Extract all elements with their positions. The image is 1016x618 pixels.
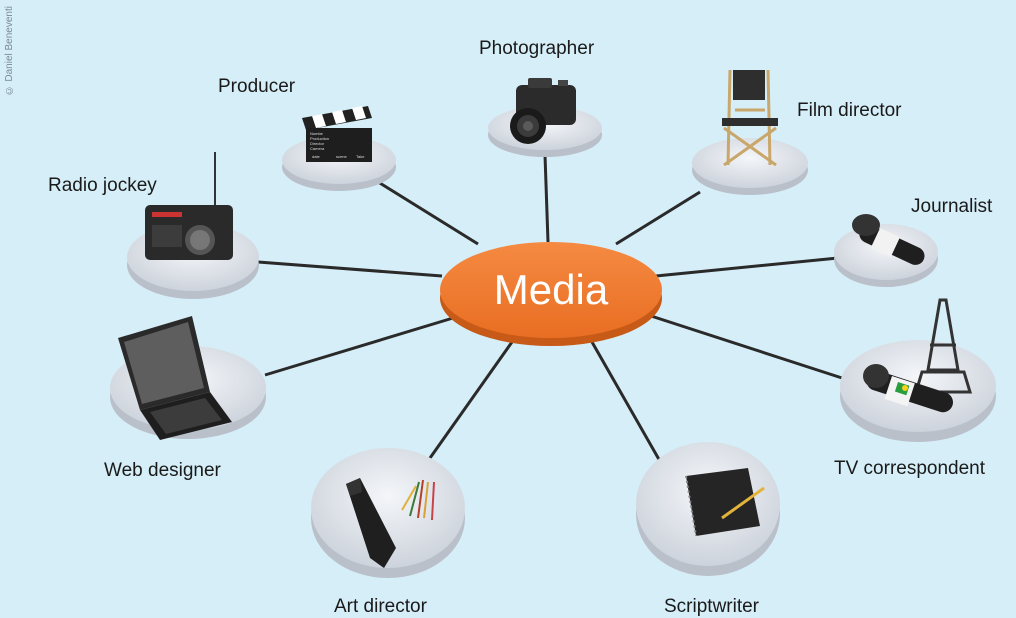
connector-journalist: [655, 256, 839, 278]
eiffel-tower-microphone-icon: [863, 298, 973, 413]
label-photographer: Photographer: [479, 38, 595, 59]
tie-and-pencils-icon: [346, 478, 435, 568]
connector-web-designer: [264, 316, 454, 377]
clapperboard-field-date: date: [312, 154, 321, 159]
connector-photographer: [543, 154, 550, 243]
label-art-director: Art director: [334, 596, 427, 617]
connector-film-director: [615, 190, 701, 246]
media-hub: [440, 242, 662, 346]
center-label: Media: [493, 266, 609, 313]
connector-lines: [257, 154, 843, 476]
label-radio-jockey: Radio jockey: [48, 175, 157, 196]
clapperboard-text-3: Director: [310, 141, 325, 146]
label-journalist: Journalist: [911, 196, 993, 217]
radio-icon: [145, 152, 233, 260]
connector-tv-correspondent: [647, 313, 843, 380]
label-scriptwriter: Scriptwriter: [664, 596, 760, 617]
clapperboard-text-1: Numbe: [310, 131, 324, 136]
notebook-and-pencil-icon: [685, 468, 765, 537]
platform-film-director: [692, 138, 808, 195]
clapperboard-field-take: Take: [356, 154, 365, 159]
connector-producer: [374, 178, 479, 246]
connector-scriptwriter: [590, 341, 667, 471]
clapperboard-text-4: Camera: [310, 146, 325, 151]
label-film-director: Film director: [797, 100, 902, 121]
camera-icon: [510, 78, 576, 144]
laptop-icon: [118, 316, 232, 440]
copyright-text: © Daniel Beneventi: [4, 6, 15, 96]
directors-chair-icon: [722, 69, 778, 167]
label-tv-correspondent: TV correspondent: [834, 458, 986, 479]
clapperboard-icon: Numbe Production Director Camera date sc…: [302, 106, 372, 162]
label-producer: Producer: [218, 76, 296, 97]
clapperboard-text-2: Production: [310, 136, 329, 141]
connector-art-director: [416, 341, 514, 476]
clapperboard-field-scene: scene: [336, 154, 347, 159]
microphone-icon: [852, 214, 925, 265]
connector-radio-jockey: [257, 260, 443, 278]
label-web-designer: Web designer: [104, 460, 221, 481]
